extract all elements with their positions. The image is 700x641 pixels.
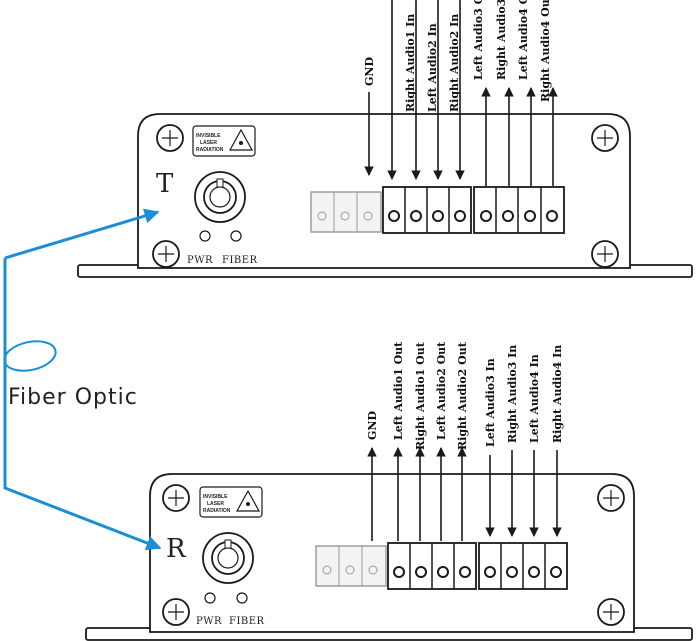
laser-warning-label: INVISIBLE LASER RADIATION	[199, 486, 263, 518]
output-label: Left Audio4 Out	[517, 0, 530, 80]
laser-hazard-icon	[228, 128, 254, 151]
receiver-unit: INVISIBLE LASER RADIATION R PWR FIBER	[85, 341, 693, 641]
warning-line-3: RADIATION	[196, 147, 224, 153]
terminal-block-input	[382, 186, 472, 234]
screw-icon	[152, 240, 180, 268]
output-label: Right Audio2 Out	[456, 341, 469, 450]
screw-icon	[597, 598, 625, 626]
pwr-label: PWR	[196, 616, 222, 627]
transmitter-unit: INVISIBLE LASER RADIATION T PWR FIBER	[77, 0, 693, 278]
warning-line-3: RADIATION	[203, 508, 231, 514]
output-label: Left Audio2 Out	[435, 341, 448, 440]
output-label: Right Audio1 Out	[414, 341, 427, 450]
terminal-block-input	[478, 542, 568, 590]
warning-line-1: INVISIBLE	[203, 494, 228, 500]
terminal-block-gray	[310, 191, 382, 233]
input-label: Left Audio2 In	[426, 23, 439, 112]
laser-hazard-icon	[235, 489, 261, 512]
terminal-block-gray	[315, 545, 387, 587]
fiber-line-to-transmitter	[4, 208, 160, 260]
screw-icon	[597, 484, 625, 512]
fiber-led	[230, 230, 242, 242]
input-label: Right Audio2 In	[448, 14, 461, 112]
screw-icon	[591, 240, 619, 268]
output-label: Left Audio3 Out	[472, 0, 485, 80]
terminal-block-output	[473, 186, 565, 234]
pwr-led	[199, 230, 211, 242]
transmitter-mark: T	[156, 169, 174, 199]
output-label: Right Audio4 Out	[539, 0, 552, 102]
laser-warning-label: INVISIBLE LASER RADIATION	[192, 125, 256, 157]
output-label: Right Audio3 Out	[495, 0, 508, 80]
fiber-port[interactable]	[194, 171, 246, 223]
pwr-led	[204, 592, 216, 604]
output-label: Left Audio1 Out	[392, 341, 405, 440]
gnd-label: GND	[363, 57, 376, 86]
fiber-led	[236, 592, 248, 604]
input-label: Left Audio4 In	[528, 354, 541, 443]
warning-line-2: LASER	[200, 140, 217, 146]
fiber-label: FIBER	[229, 616, 265, 627]
input-label: Right Audio3 In	[506, 345, 519, 443]
input-label: Right Audio4 In	[551, 345, 564, 443]
fiber-optic-cable: Fiber Optic	[3, 208, 162, 551]
fiber-line-to-receiver	[3, 258, 162, 551]
screw-icon	[162, 484, 190, 512]
screw-icon	[591, 124, 619, 152]
pwr-label: PWR	[187, 255, 213, 266]
screw-icon	[156, 124, 184, 152]
screw-icon	[162, 598, 190, 626]
gnd-label: GND	[366, 411, 379, 440]
fiber-callout-ellipse	[3, 340, 57, 372]
input-label: Left Audio3 In	[484, 358, 497, 447]
fiber-optic-label: Fiber Optic	[8, 385, 138, 410]
fiber-label: FIBER	[222, 255, 258, 266]
warning-line-1: INVISIBLE	[196, 133, 221, 139]
input-label: Right Audio1 In	[404, 14, 417, 112]
terminal-block-output	[387, 542, 477, 590]
receiver-mark: R	[166, 534, 187, 564]
fiber-port[interactable]	[202, 532, 254, 584]
warning-line-2: LASER	[207, 501, 224, 507]
